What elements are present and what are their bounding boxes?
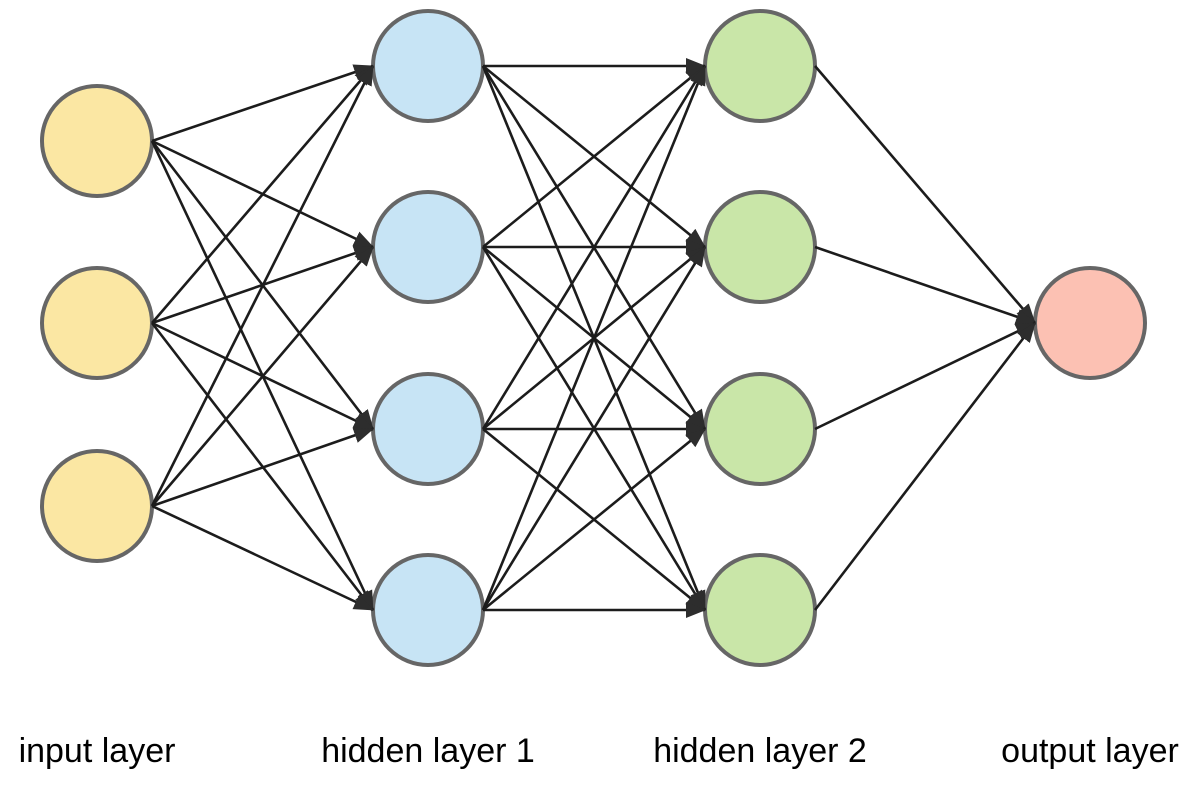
label-output-layer: output layer [1001, 732, 1179, 770]
hidden-layer-1-node-2 [371, 190, 485, 304]
edge-input-layer-to-hidden-layer-1 [151, 246, 374, 507]
input-layer-node-1 [40, 84, 154, 198]
edge-hidden-layer-2-to-output-layer [814, 321, 1036, 431]
edge-hidden-layer-1-to-hidden-layer-2 [481, 246, 707, 611]
edge-input-layer-to-hidden-layer-1 [151, 64, 374, 143]
hidden-layer-2-node-2 [703, 190, 817, 304]
layer-labels: input layer hidden layer 1 hidden layer … [19, 732, 1179, 770]
edge-hidden-layer-1-to-hidden-layer-2 [482, 427, 706, 612]
input-layer-node-3 [40, 449, 154, 563]
edge-hidden-layer-1-to-hidden-layer-2 [482, 64, 706, 249]
hidden-layer-2-node-1 [703, 9, 817, 123]
input-layer-node-2 [40, 266, 154, 380]
hidden-layer-1-node-4 [371, 553, 485, 667]
edge-input-layer-to-hidden-layer-1 [151, 427, 374, 508]
hidden-layer-1-node-1 [371, 9, 485, 123]
edge-input-layer-to-hidden-layer-1 [151, 504, 374, 612]
hidden-layer-1-node-3 [371, 372, 485, 486]
label-hidden-layer-2: hidden layer 2 [653, 732, 867, 770]
connection-edges [150, 58, 1037, 618]
label-input-layer: input layer [19, 732, 176, 770]
hidden-layer-2-node-4 [703, 553, 817, 667]
hidden-layer-2-node-3 [703, 372, 817, 486]
output-layer-node-1 [1033, 266, 1147, 380]
edge-hidden-layer-1-to-hidden-layer-2 [481, 65, 707, 611]
edge-hidden-layer-2-to-output-layer [813, 322, 1037, 611]
edge-hidden-layer-2-to-output-layer [814, 65, 1036, 324]
edge-hidden-layer-1-to-hidden-layer-2 [481, 65, 707, 430]
edge-hidden-layer-2-to-output-layer [814, 245, 1036, 325]
label-hidden-layer-1: hidden layer 1 [321, 732, 535, 770]
edge-input-layer-to-hidden-layer-1 [150, 65, 375, 507]
edge-input-layer-to-hidden-layer-1 [151, 65, 374, 324]
